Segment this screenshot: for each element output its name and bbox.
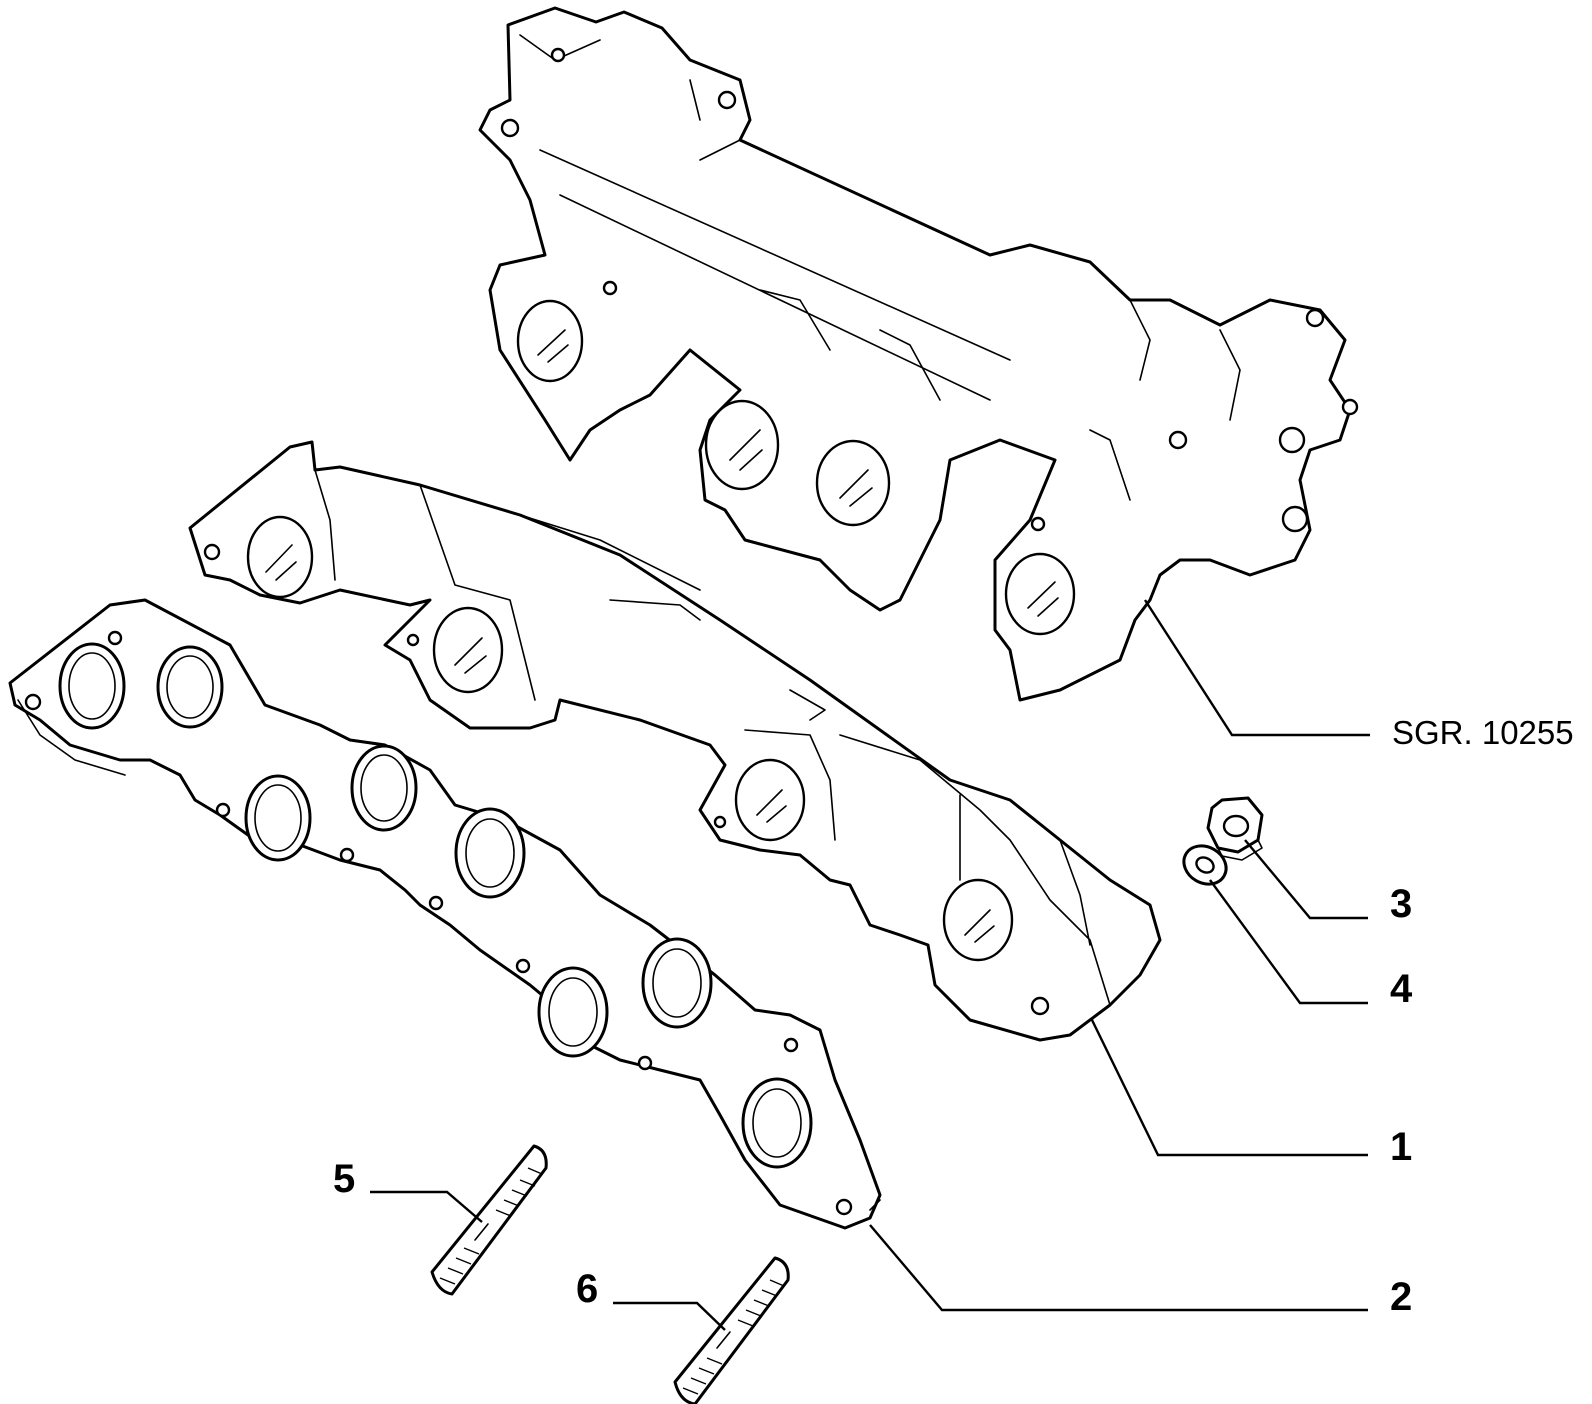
callout-2: 2 (1390, 1275, 1412, 1319)
leader-4 (1209, 879, 1368, 1005)
callout-1: 1 (1390, 1125, 1412, 1169)
manifold-gasket (8, 598, 882, 1230)
callout-4: 4 (1390, 967, 1413, 1011)
leader-ref (1143, 599, 1370, 737)
leader-lines (370, 599, 1370, 1331)
leader-1 (1090, 1019, 1368, 1157)
exhaust-manifold (188, 440, 1162, 1042)
leader-2 (869, 1224, 1368, 1312)
callout-3: 3 (1390, 882, 1412, 926)
reference-code-label: SGR. 10255 (1392, 714, 1574, 751)
leader-5 (370, 1190, 483, 1223)
stud-6 (673, 1256, 790, 1404)
washer (1182, 844, 1228, 886)
stud-5 (430, 1144, 548, 1296)
leader-6 (613, 1301, 726, 1331)
callout-6: 6 (576, 1267, 598, 1311)
callout-5: 5 (333, 1157, 355, 1201)
leader-3 (1244, 839, 1368, 920)
upper-manifold (478, 6, 1359, 702)
